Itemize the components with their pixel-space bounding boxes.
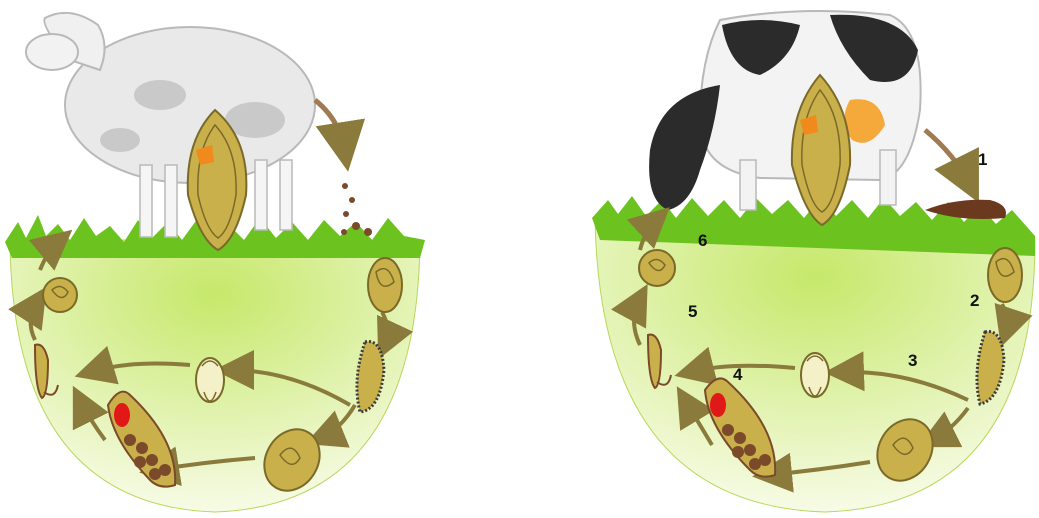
- step-label-3: 3: [908, 351, 917, 370]
- cow: [649, 11, 921, 210]
- step-label-6: 6: [698, 231, 707, 250]
- egg-stage: [988, 248, 1022, 302]
- step-label-4: 4: [733, 365, 743, 384]
- snail: [196, 358, 224, 402]
- dung-arrow: [925, 130, 970, 185]
- step-label-2: 2: [970, 291, 979, 310]
- eggs-dropping: [341, 183, 372, 236]
- egg-stage: [368, 258, 402, 312]
- sheep-cycle-panel: [5, 13, 425, 512]
- cow-cycle-panel: 1 2 3 4 5 6: [592, 11, 1035, 512]
- dung-arrow: [315, 100, 345, 152]
- step-label-1: 1: [978, 150, 987, 169]
- metacercaria-stage: [43, 278, 77, 312]
- snail: [801, 353, 829, 397]
- sheep: [26, 13, 315, 237]
- metacercaria-stage: [639, 250, 675, 286]
- step-label-5: 5: [688, 302, 697, 321]
